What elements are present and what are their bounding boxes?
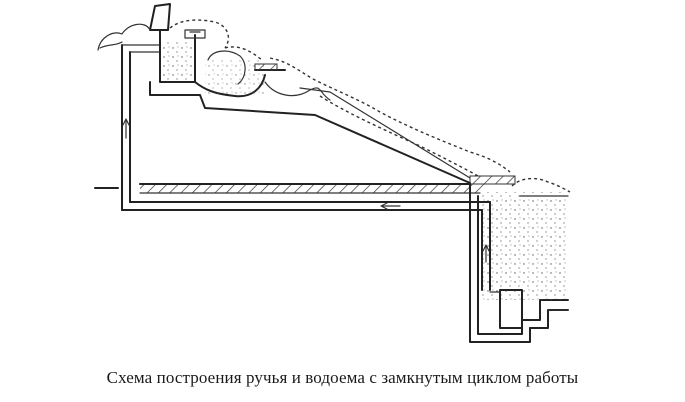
upper-basin — [159, 19, 230, 83]
riser-pipe-vertical — [121, 44, 161, 211]
pump-icon — [489, 289, 523, 329]
rock-icon — [97, 3, 171, 51]
flow-arrow-left-icon — [380, 202, 401, 210]
stream-bed — [149, 46, 511, 184]
pond-reservoir — [469, 175, 571, 343]
return-pipe-horizontal — [121, 201, 471, 211]
stream-pond-scheme — [94, 3, 571, 343]
ground-slab — [139, 183, 485, 194]
pond-flow-arrow-icon — [482, 244, 490, 263]
flow-arrow-up-icon — [122, 118, 130, 139]
diagram-caption: Схема построения ручья и водоема с замкн… — [106, 368, 579, 387]
pond-pipe — [469, 201, 491, 291]
